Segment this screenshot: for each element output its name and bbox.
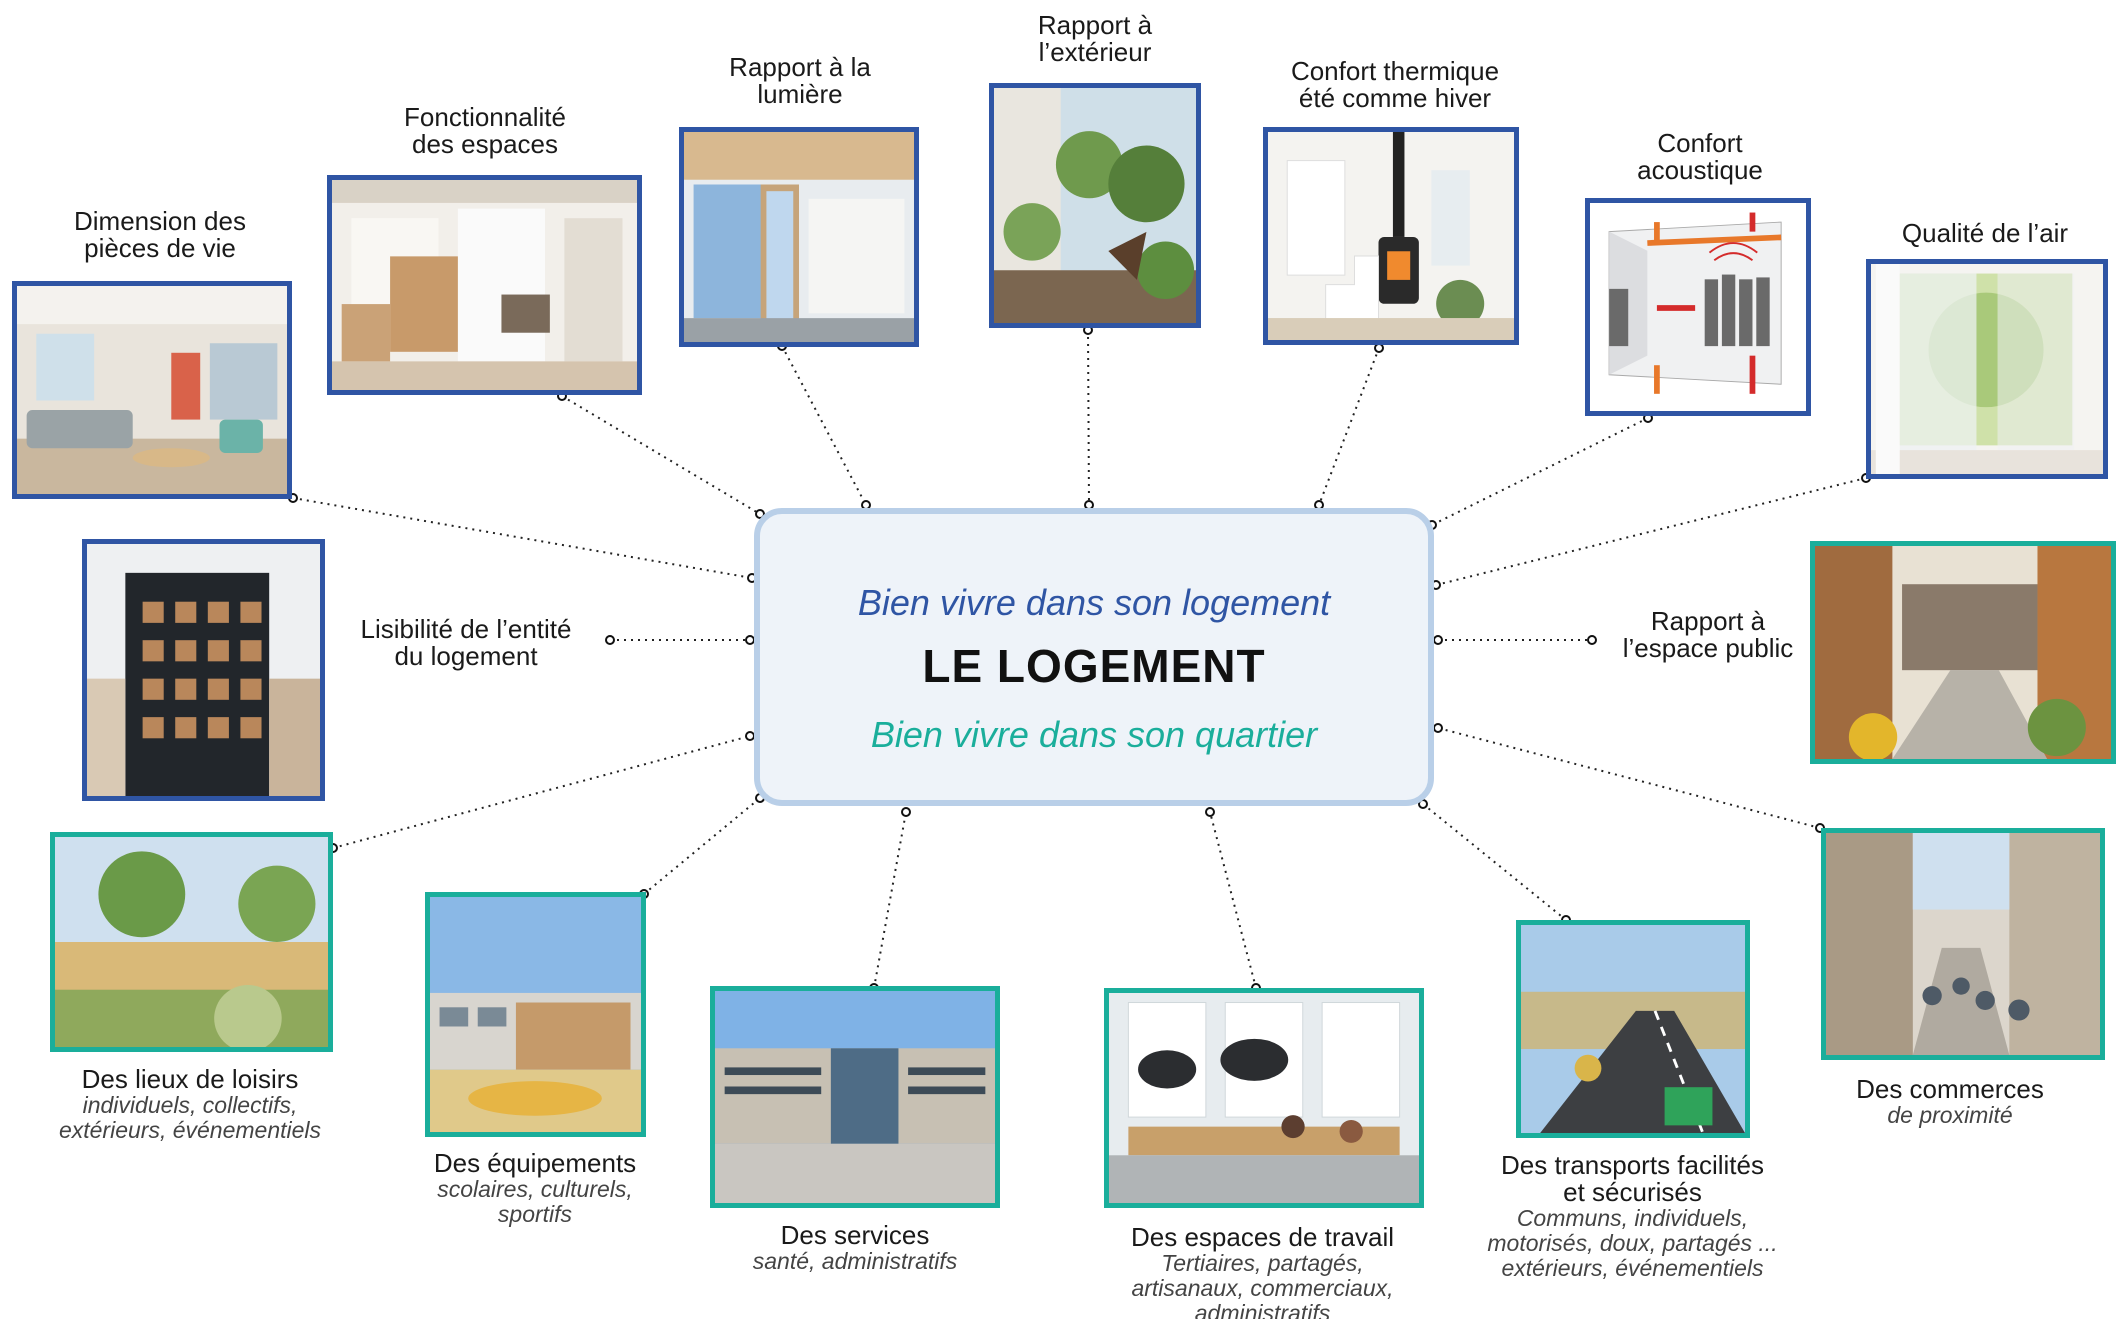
- photo-bike-lane: [1516, 920, 1750, 1138]
- label-rapport-espace-public: Rapport à l’espace public: [1598, 608, 1818, 662]
- central-node: Bien vivre dans son logement LE LOGEMENT…: [754, 508, 1434, 806]
- label-fonctionnalite: Fonctionnalité des espaces: [330, 104, 640, 158]
- photo-window-light: [679, 127, 919, 347]
- label-title: Des transports facilités et sécurisés: [1501, 1150, 1764, 1207]
- label-subtitle: scolaires, culturels, sportifs: [437, 1176, 633, 1227]
- label-title: Confort thermique été comme hiver: [1290, 56, 1500, 113]
- label-rapport-lumiere: Rapport à la lumière: [680, 54, 920, 108]
- label-title: Des lieux de loisirs: [81, 1064, 299, 1094]
- center-subtitle-logement: Bien vivre dans son logement: [857, 582, 1331, 623]
- label-equipements: Des équipements scolaires, culturels, sp…: [385, 1150, 685, 1227]
- label-title: Des services: [780, 1220, 930, 1250]
- label-title: Confort acoustique: [1637, 128, 1763, 185]
- label-dimension-pieces: Dimension des pièces de vie: [40, 208, 280, 262]
- label-rapport-exterieur: Rapport à l’extérieur: [980, 12, 1210, 66]
- label-title: Fonctionnalité des espaces: [404, 102, 566, 159]
- photo-shopping-street: [1821, 828, 2105, 1060]
- photo-public-building: [710, 986, 1000, 1208]
- label-subtitle: Tertiaires, partagés, artisanaux, commer…: [1131, 1250, 1394, 1319]
- label-espaces-travail: Des espaces de travail Tertiaires, parta…: [1090, 1224, 1435, 1319]
- label-subtitle: de proximité: [1887, 1102, 2013, 1128]
- label-lieux-loisirs: Des lieux de loisirs individuels, collec…: [20, 1066, 360, 1143]
- label-lisibilite: Lisibilité de l’entité du logement: [335, 616, 597, 670]
- label-subtitle: santé, administratifs: [752, 1248, 958, 1274]
- photo-stove-interior: [1263, 127, 1519, 345]
- photo-park-leisure: [50, 832, 333, 1052]
- photo-office: [1104, 988, 1424, 1208]
- label-commerces: Des commerces de proximité: [1820, 1076, 2080, 1128]
- label-title: Rapport à l’extérieur: [1037, 10, 1153, 67]
- center-subtitle-quartier: Bien vivre dans son quartier: [870, 714, 1318, 755]
- label-title: Dimension des pièces de vie: [74, 206, 246, 263]
- label-title: Des espaces de travail: [1130, 1222, 1395, 1252]
- label-services: Des services santé, administratifs: [700, 1222, 1010, 1274]
- label-subtitle: individuels, collectifs, extérieurs, évé…: [58, 1092, 322, 1143]
- photo-living-room: [12, 281, 292, 499]
- photo-open-window: [1866, 259, 2108, 479]
- photo-acoustic-diagram: [1585, 198, 1811, 416]
- photo-black-building: [82, 539, 325, 801]
- photo-kitchen: [327, 175, 642, 395]
- label-title: Qualité de l’air: [1901, 218, 2069, 248]
- label-title: Rapport à la lumière: [729, 52, 871, 109]
- label-qualite-air: Qualité de l’air: [1860, 220, 2110, 247]
- label-confort-thermique: Confort thermique été comme hiver: [1245, 58, 1545, 112]
- photo-school: [425, 892, 646, 1137]
- photo-balcony-garden: [989, 83, 1201, 328]
- label-title: Des commerces: [1856, 1074, 2044, 1104]
- label-confort-acoustique: Confort acoustique: [1580, 130, 1820, 184]
- label-title: Des équipements: [433, 1148, 637, 1178]
- label-title: Rapport à l’espace public: [1622, 606, 1794, 663]
- label-transports: Des transports facilités et sécurisés Co…: [1455, 1152, 1810, 1281]
- center-title: LE LOGEMENT: [922, 640, 1266, 692]
- label-subtitle: Communs, individuels, motorisés, doux, p…: [1487, 1205, 1778, 1281]
- label-title: Lisibilité de l’entité du logement: [360, 614, 572, 671]
- photo-public-street: [1810, 541, 2116, 764]
